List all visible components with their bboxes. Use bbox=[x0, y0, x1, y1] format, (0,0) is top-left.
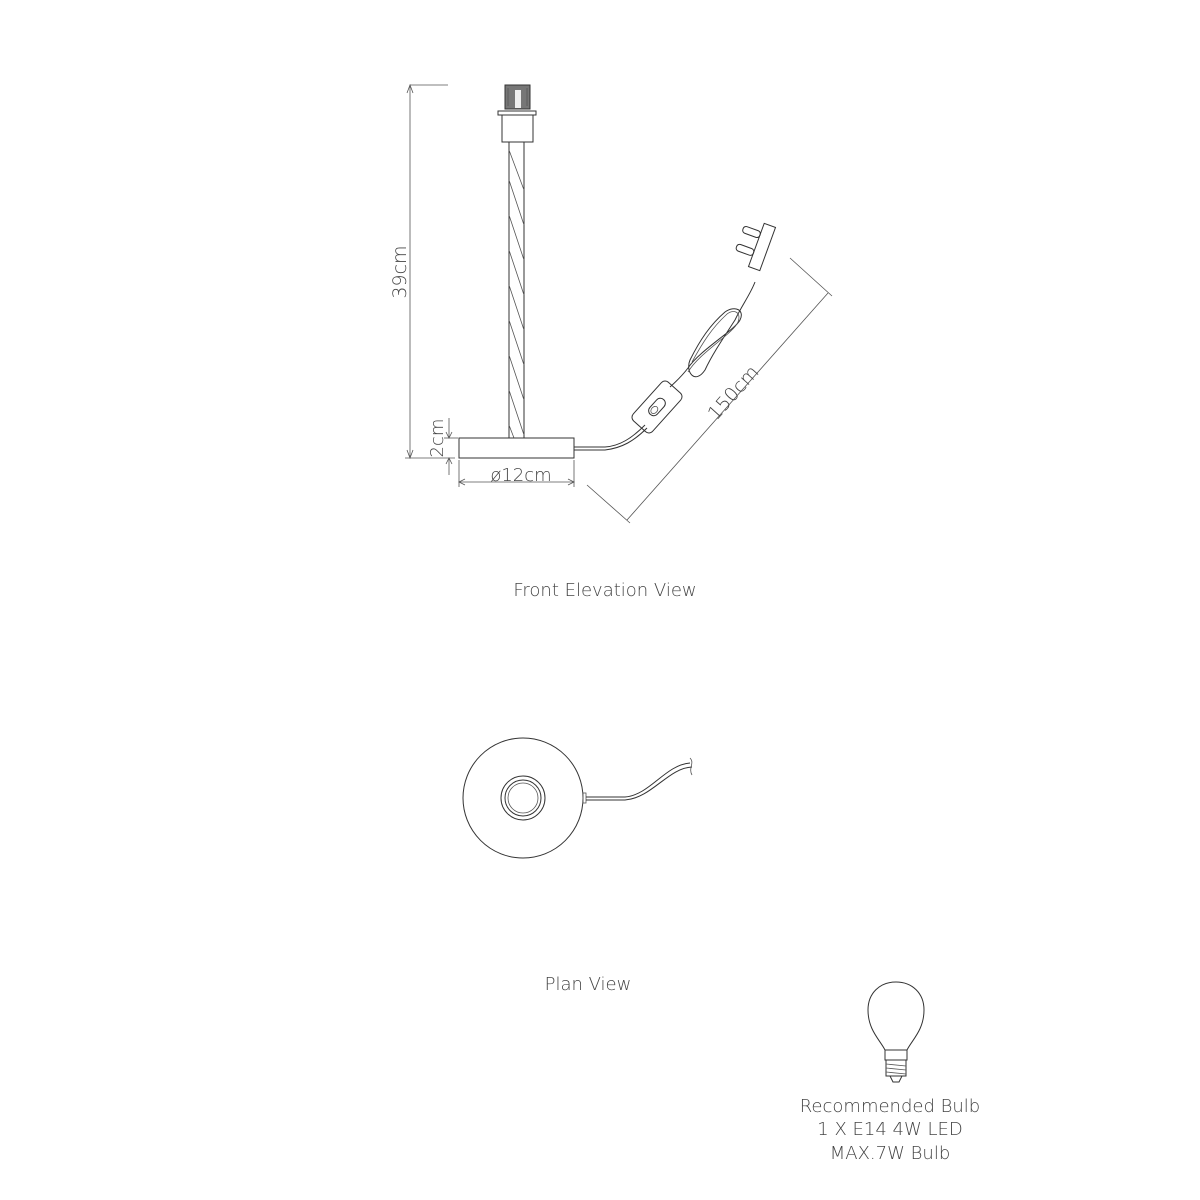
recommended-bulb: Recommended Bulb 1 X E14 4W LED MAX.7W B… bbox=[800, 981, 981, 1164]
plan-view-title: Plan View bbox=[545, 974, 632, 995]
front-elevation: 39cm 2cm ø12cm bbox=[389, 83, 833, 601]
cable-length-label: 150cm bbox=[704, 361, 764, 424]
height-dimension: 39cm bbox=[389, 83, 455, 460]
base-diameter-label: ø12cm bbox=[490, 465, 551, 486]
base-diameter-dimension: ø12cm bbox=[458, 460, 575, 487]
power-cable bbox=[574, 222, 777, 451]
bulb-label-line2: 1 X E14 4W LED bbox=[817, 1119, 962, 1140]
front-elevation-title: Front Elevation View bbox=[513, 580, 696, 601]
twisted-stem bbox=[508, 141, 525, 439]
cable-length-dimension: 150cm bbox=[586, 257, 833, 524]
height-label: 39cm bbox=[389, 245, 411, 298]
inline-switch bbox=[631, 380, 683, 434]
plug bbox=[735, 222, 777, 272]
bulb-icon bbox=[867, 981, 925, 1051]
base-height-dimension: 2cm bbox=[427, 418, 458, 475]
plan-view: Plan View bbox=[462, 737, 693, 995]
lamp-socket bbox=[497, 84, 537, 143]
base-height-label: 2cm bbox=[427, 419, 448, 458]
bulb-label-line3: MAX.7W Bulb bbox=[830, 1143, 951, 1164]
lamp-base bbox=[458, 437, 575, 459]
bulb-label-line1: Recommended Bulb bbox=[800, 1096, 981, 1117]
